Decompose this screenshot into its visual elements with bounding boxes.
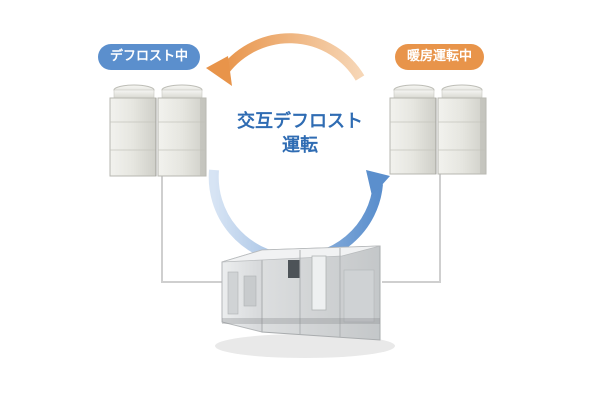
cycle-label-line2: 運転 [282,135,318,156]
outdoor-unit-icon [109,84,207,177]
defrost-status-label: デフロスト中 [110,49,189,64]
outdoor-unit-left [109,84,207,177]
outdoor-unit-right [389,84,487,175]
cycle-label: 交互デフロスト 運転 [230,110,370,158]
indoor-unit [215,245,395,358]
heating-status-label: 暖房運転中 [407,49,473,64]
cycle-label-line1: 交互デフロスト [237,111,363,132]
pipe-right [382,172,441,283]
heating-status-badge: 暖房運転中 [395,44,485,70]
outdoor-unit-icon [389,84,487,175]
indoor-air-handler-icon [215,245,395,358]
defrost-status-badge: デフロスト中 [98,44,201,70]
pipe-left [161,176,232,283]
